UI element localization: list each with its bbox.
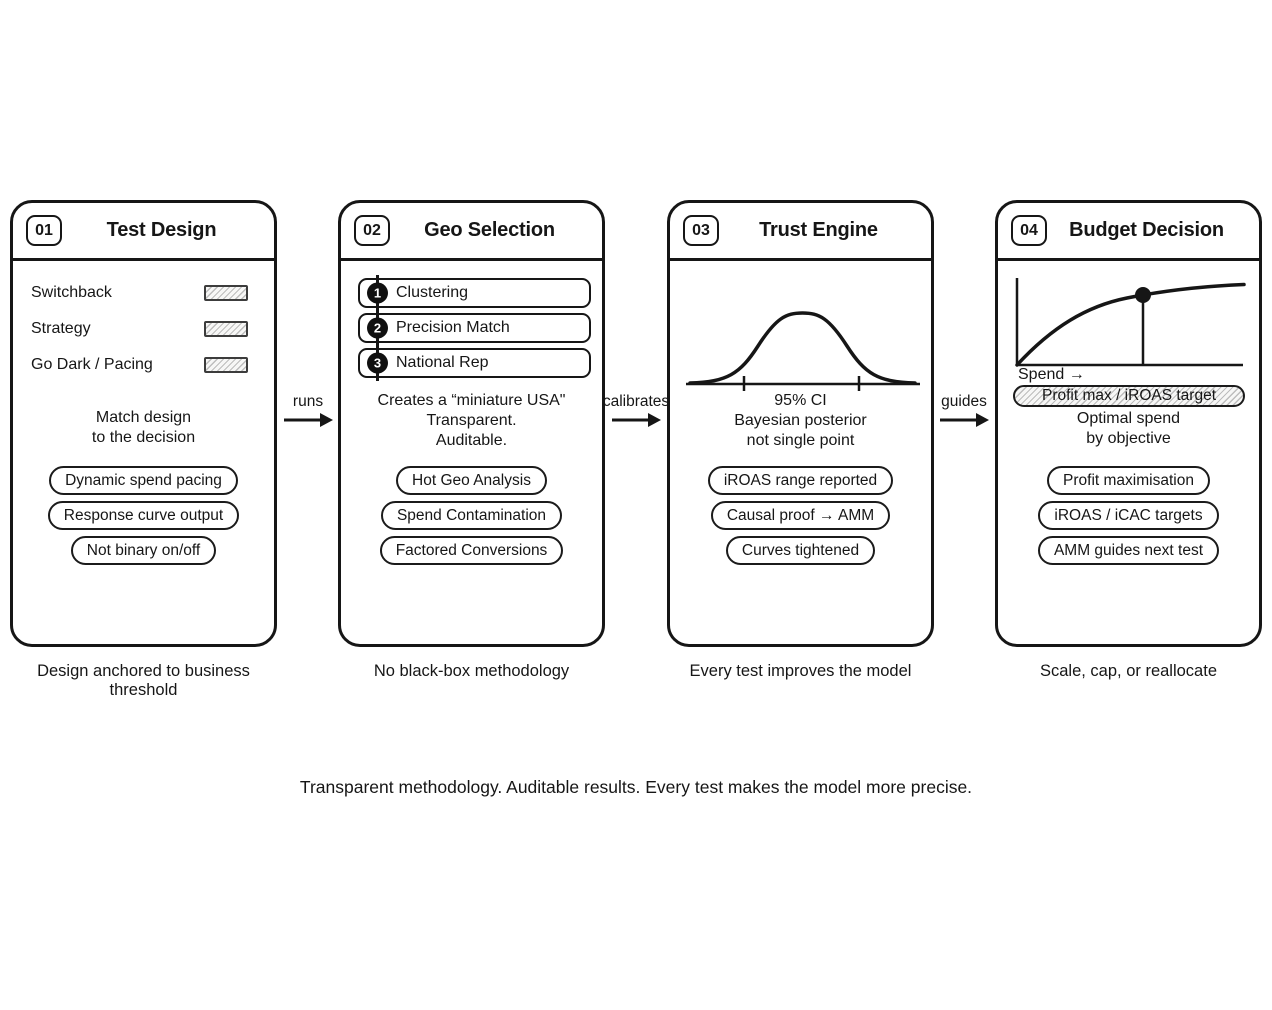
step-precision-match: 2 Precision Match [358,310,591,346]
numbered-circle-icon: 1 [367,282,388,304]
design-option-row: Strategy [31,311,248,347]
pill-causal-proof-amm: Causal proof → AMM [710,501,891,530]
footer-tagline: Transparent methodology. Auditable resul… [299,777,973,797]
numbered-circle-icon: 3 [367,352,388,374]
pill-list: iROAS range reported Causal proof → AMM … [670,466,931,565]
note-line: Bayesian posterior [734,412,867,429]
pill-dynamic-spend-pacing: Dynamic spend pacing [49,466,238,495]
note-line: 95% CI [774,392,827,409]
pill-spend-contamination: Spend Contamination [380,501,563,530]
row-label: Switchback [31,284,112,301]
response-curve-chart [1015,278,1246,367]
design-option-row: Switchback [31,275,248,311]
hatched-value-box [204,321,248,337]
panel-caption: Every test improves the model [689,662,912,680]
pill-not-binary: Not binary on/off [70,536,217,565]
pill-list: Hot Geo Analysis Spend Contamination Fac… [341,466,602,565]
step-label: Precision Match [396,319,510,336]
connector-label: calibrates [602,393,670,410]
arrow-right-icon [284,413,333,427]
connector-calibrates: calibrates [591,393,681,429]
note-line: Auditable. [435,432,508,449]
row-label: Strategy [31,320,91,337]
panel-budget-decision: 04 Budget Decision Spend → Profit max / … [995,200,1262,647]
panel-title: Trust Engine [759,219,878,241]
note-line: Creates a “miniature USA" [377,392,566,409]
bell-curve-chart [686,311,920,391]
pill-iroas-range: iROAS range reported [707,466,894,495]
panel-test-design: 01 Test Design Switchback Strategy Go Da… [10,200,277,647]
step-number-badge: 02 [354,215,390,246]
panel-note: 95% CI Bayesian posterior not single poi… [670,391,931,451]
step-number-badge: 01 [26,215,62,246]
pill-factored-conversions: Factored Conversions [379,536,564,565]
panel-caption: Design anchored to business threshold [37,662,250,699]
note-line: not single point [746,432,855,449]
pill-profit-maximisation: Profit maximisation [1047,466,1210,495]
panel-geo-selection: 02 Geo Selection 1 Clustering 2 Precisio… [338,200,605,647]
step-national-rep: 3 National Rep [358,345,591,381]
note-line: Transparent. [426,412,517,429]
panel-header: 02 Geo Selection [341,203,602,261]
note-line: to the decision [91,429,196,446]
step-label: Clustering [396,284,469,301]
optimal-point-marker [1135,287,1151,303]
row-label: Go Dark / Pacing [31,356,153,373]
pill-hot-geo-analysis: Hot Geo Analysis [396,466,547,495]
connector-label: runs [292,393,324,410]
panel-note: Creates a “miniature USA" Transparent. A… [341,391,602,451]
pill-amm-guides-next-test: AMM guides next test [1037,536,1220,565]
panel-caption: No black-box methodology [373,662,570,680]
panel-title: Test Design [106,219,217,241]
step-number-badge: 04 [1011,215,1047,246]
note-line: Match design [95,409,192,426]
step-clustering: 1 Clustering [358,275,591,311]
design-option-rows: Switchback Strategy Go Dark / Pacing [31,275,248,383]
arrow-right-icon [612,413,661,427]
step-number-badge: 03 [683,215,719,246]
panel-title: Budget Decision [1069,219,1224,241]
pill-iroas-icac-targets: iROAS / iCAC targets [1038,501,1219,530]
panel-header: 01 Test Design [13,203,274,261]
note-line: Optimal spend [1076,410,1181,427]
panel-header: 03 Trust Engine [670,203,931,261]
panel-header: 04 Budget Decision [998,203,1259,261]
objective-banner: Profit max / iROAS target [1013,385,1245,407]
panel-caption: Scale, cap, or reallocate [1039,662,1217,680]
pill-list: Profit maximisation iROAS / iCAC targets… [998,466,1259,565]
x-axis-label: Spend → [1018,366,1085,383]
geo-method-steps: 1 Clustering 2 Precision Match 3 Nationa… [358,275,591,383]
panel-title: Geo Selection [424,219,555,241]
connector-guides: guides [919,393,1009,429]
pill-response-curve-output: Response curve output [47,501,240,530]
pill-list: Dynamic spend pacing Response curve outp… [13,466,274,565]
pill-curves-tightened: Curves tightened [725,536,876,565]
note-line: by objective [1086,430,1171,447]
connector-label: guides [941,393,987,410]
panel-note: Match design to the decision [13,408,274,448]
panel-trust-engine: 03 Trust Engine 95% CI Bayesian posterio… [667,200,934,647]
step-label: National Rep [396,354,489,371]
arrow-right-icon [940,413,989,427]
numbered-circle-icon: 2 [367,317,388,339]
connector-runs: runs [263,393,353,429]
panel-note: Optimal spend by objective [998,409,1259,449]
hatched-value-box [204,285,248,301]
design-option-row: Go Dark / Pacing [31,347,248,383]
hatched-value-box [204,357,248,373]
